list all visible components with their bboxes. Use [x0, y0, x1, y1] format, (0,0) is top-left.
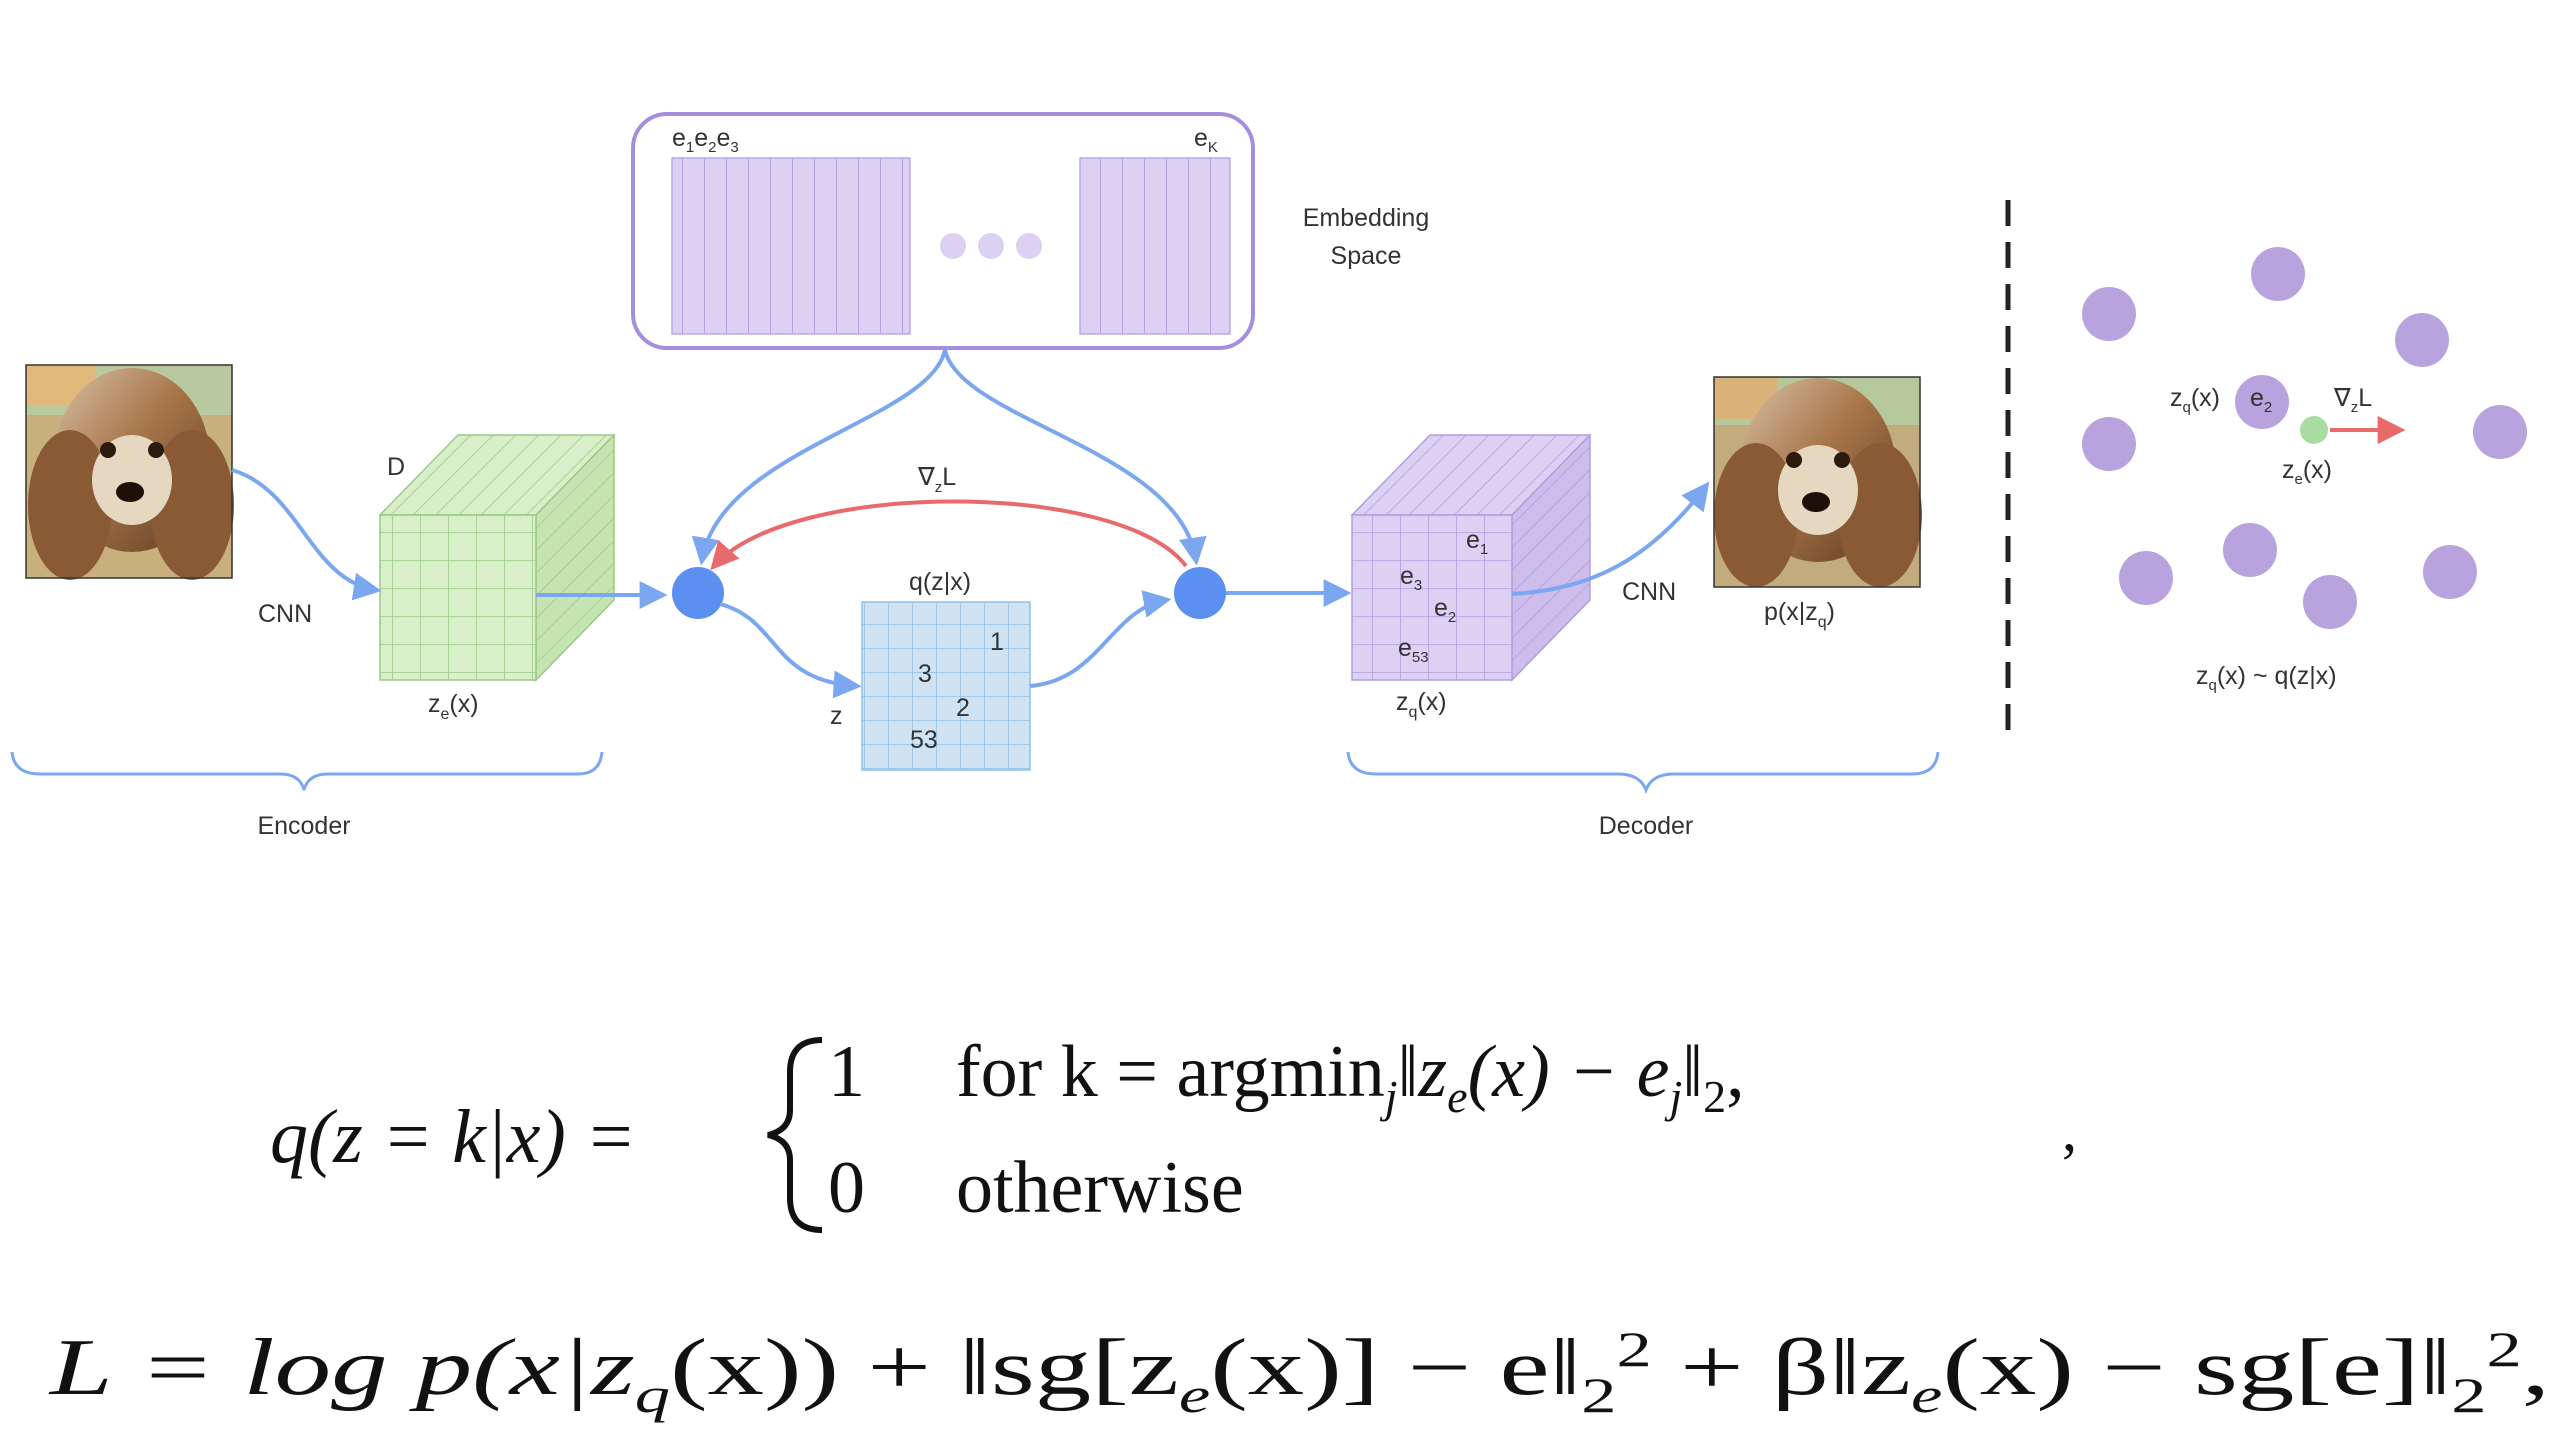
arrow-embedding-to-left-node [691, 349, 947, 566]
embedding-space: e1e2e3 eK Embedding Space [631, 112, 1429, 350]
posterior-cell-3: 3 [918, 660, 932, 688]
equation-posterior: q(z = k|x) = 1 for k = argminj‖ze(x) − e… [270, 1031, 2077, 1233]
arrow-embedding-to-right-node [943, 349, 1207, 566]
embedding-label-line1: Embedding [1303, 204, 1429, 232]
decoder-cell-e1: e1 [1466, 526, 1488, 558]
arrow-decoder-to-output [1511, 481, 1710, 596]
svg-text:e1e2e3: e1e2e3 [672, 124, 739, 156]
gradient-label: ∇zL [917, 463, 956, 496]
gradient-arrow [710, 499, 1188, 571]
output-dog-image [1713, 376, 1922, 588]
embedding-point [2395, 313, 2449, 367]
embedding-label-line2: Space [1331, 242, 1402, 270]
embedding-point [2082, 417, 2136, 471]
eq1-case1-value: 1 [828, 1031, 865, 1113]
ze-label: ze(x) [2282, 456, 2332, 488]
zq-label: zq(x) [2170, 384, 2220, 416]
posterior-cell-2: 2 [956, 694, 970, 722]
code-e3: e [717, 124, 731, 152]
encoder-output-cube [378, 433, 616, 682]
quantize-output-node [1174, 567, 1226, 619]
encoder-brace [10, 751, 604, 791]
scatter-gradient-label: ∇zL [2333, 384, 2372, 416]
eq1-case2: otherwise [956, 1147, 1244, 1229]
embedding-point [2251, 247, 2305, 301]
encoder-output-label: ze(x) [428, 690, 479, 723]
embedding-point-e2 [2235, 375, 2289, 429]
e2-label: e2 [2250, 384, 2272, 416]
posterior-title: q(z|x) [909, 568, 971, 596]
embedding-point [2303, 575, 2357, 629]
decoder-input-label: zq(x) [1396, 688, 1447, 721]
arrow-image-to-encoder [231, 468, 382, 601]
encoder-label: Encoder [257, 812, 350, 840]
decoder-cell-e53: e53 [1398, 634, 1429, 666]
depth-label: D [387, 453, 405, 481]
encoder-output-point [2300, 416, 2328, 444]
arrow-node-to-posterior [719, 602, 862, 699]
arrow-posterior-to-node [1029, 590, 1172, 688]
ellipsis-dot [940, 233, 966, 259]
code-eK: e [1194, 124, 1208, 152]
ellipsis-dot [1016, 233, 1042, 259]
embedding-scatter [2082, 247, 2527, 629]
embedding-point [2119, 551, 2173, 605]
embedding-point [2223, 523, 2277, 577]
posterior-cell-1: 1 [990, 628, 1004, 656]
ellipsis-dot [978, 233, 1004, 259]
svg-text:eK: eK [1194, 124, 1218, 156]
eq1-case1: for k = argminj‖ze(x) − ej‖2, [956, 1031, 1745, 1122]
decoder-input-cube [1350, 433, 1592, 682]
decoder-cell-e2: e2 [1434, 594, 1456, 626]
posterior-axis-label: z [830, 702, 843, 730]
code-e2: e [694, 124, 708, 152]
flow-arrows [231, 349, 1710, 699]
embedding-point [2423, 545, 2477, 599]
quantize-input-node [672, 567, 724, 619]
input-dog-image [25, 364, 234, 580]
decoder-brace [1346, 751, 1940, 795]
encoder-cnn-label: CNN [258, 600, 312, 628]
posterior-cell-53: 53 [910, 726, 938, 754]
eq1-lhs: q(z = k|x) = [270, 1095, 636, 1179]
eq1-case2-value: 0 [828, 1147, 865, 1229]
decoder-cnn-label: CNN [1622, 578, 1676, 606]
embedding-point [2473, 405, 2527, 459]
embedding-point [2082, 287, 2136, 341]
decoder-label: Decoder [1599, 812, 1694, 840]
eq1-brace [767, 1037, 823, 1233]
decoder-cell-e3: e3 [1400, 562, 1422, 594]
eq1-comma: , [2062, 1097, 2077, 1163]
reconstruction-label: p(x|zq) [1764, 598, 1835, 631]
scatter-caption: zq(x) ~ q(z|x) [2196, 662, 2337, 694]
code-e1: e [672, 124, 686, 152]
posterior-grid [861, 601, 1031, 771]
